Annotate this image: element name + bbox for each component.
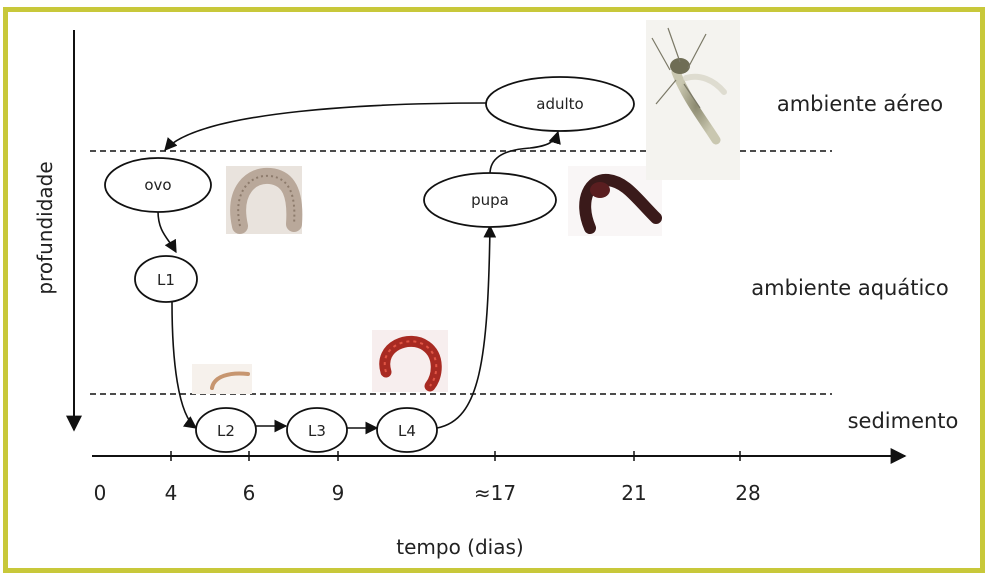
node-l4: L4: [377, 408, 437, 452]
x-tick-17: ≈17: [474, 481, 516, 505]
x-tick-9: 9: [332, 481, 345, 505]
node-egg-label: ovo: [144, 176, 171, 194]
arrow-l4-to-pupa: [437, 226, 490, 428]
node-l1-label: L1: [157, 271, 175, 289]
node-l1: L1: [135, 256, 197, 302]
egg-mass-photo: [226, 166, 302, 234]
node-l3-label: L3: [308, 422, 326, 440]
node-adult: adulto: [486, 77, 634, 131]
node-l3: L3: [287, 408, 347, 452]
small-larva-photo: [192, 364, 252, 394]
node-pupa: pupa: [424, 173, 556, 227]
node-adult-label: adulto: [536, 95, 583, 113]
x-tick-28: 28: [735, 481, 760, 505]
x-tick-6: 6: [243, 481, 256, 505]
arrow-egg-to-l1: [158, 211, 176, 252]
region-air-label: ambiente aéreo: [777, 92, 943, 116]
arrow-pupa-to-adult: [490, 132, 558, 174]
adult-midge-photo: [646, 20, 740, 180]
y-axis-label: profundidade: [33, 161, 57, 294]
node-egg: ovo: [105, 158, 211, 212]
x-axis-label: tempo (dias): [396, 535, 523, 559]
x-tick-4: 4: [165, 481, 178, 505]
x-tick-21: 21: [621, 481, 646, 505]
region-sediment-label: sedimento: [848, 409, 959, 433]
x-tick-0: 0: [94, 481, 107, 505]
node-l2-label: L2: [217, 422, 235, 440]
node-l4-label: L4: [398, 422, 416, 440]
red-larva-photo: [372, 330, 448, 392]
arrow-adult-to-egg: [165, 103, 486, 150]
node-l2: L2: [196, 408, 256, 452]
region-water-label: ambiente aquático: [751, 276, 948, 300]
node-pupa-label: pupa: [471, 191, 509, 209]
